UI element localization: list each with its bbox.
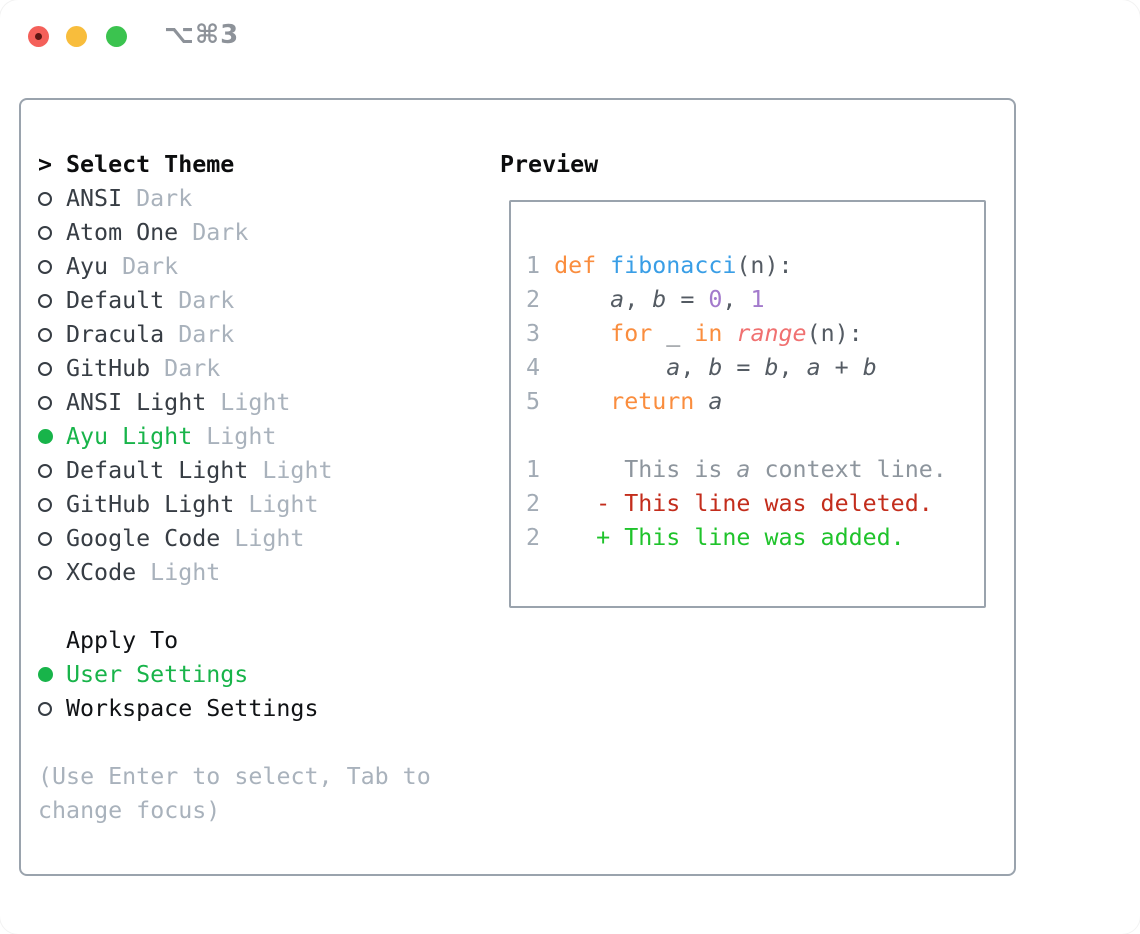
titlebar: ⌥⌘3 — [0, 0, 1140, 72]
preview-pane: 1 def fibonacci(n): 2 a, b = 0, 1 3 for _ … — [509, 200, 986, 608]
code-line: 3 for _ in range(n): — [526, 320, 863, 347]
spacer-row — [38, 590, 440, 624]
code-line — [526, 419, 984, 453]
spacer-row — [38, 726, 440, 760]
theme-name: GitHub Light — [66, 491, 235, 518]
code-line: 5 return a — [526, 388, 723, 415]
theme-variant: Light — [192, 423, 277, 450]
theme-variant: Light — [248, 457, 333, 484]
theme-option-github-light[interactable]: GitHub Light Light — [38, 488, 440, 522]
apply-to-header: Apply To — [38, 624, 440, 658]
radio-unselected-icon — [38, 362, 52, 376]
minimize-button[interactable] — [66, 26, 87, 47]
theme-name: ANSI — [66, 185, 123, 212]
theme-variant: Light — [220, 525, 305, 552]
theme-name: Dracula — [66, 321, 165, 348]
theme-option-github[interactable]: GitHub Dark — [38, 352, 440, 386]
code-line: 2 - This line was deleted. — [526, 490, 933, 517]
theme-option-ayu-light[interactable]: Ayu Light Light — [38, 420, 440, 454]
theme-option-ansi-light[interactable]: ANSI Light Light — [38, 386, 440, 420]
theme-variant: Dark — [164, 287, 235, 314]
preview-title: Preview — [500, 151, 599, 178]
theme-variant: Light — [136, 559, 221, 586]
theme-name: Default Light — [66, 457, 249, 484]
theme-variant: Dark — [178, 219, 249, 246]
code-line: 2 a, b = 0, 1 — [526, 286, 765, 313]
apply-to-title: Apply To — [66, 627, 179, 654]
theme-variant: Light — [234, 491, 319, 518]
help-text: (Use Enter to select, Tab to change focu… — [38, 763, 431, 824]
theme-option-ansi[interactable]: ANSI Dark — [38, 182, 440, 216]
code-line: 1 def fibonacci(n): — [526, 252, 793, 279]
theme-name: Default — [66, 287, 165, 314]
theme-variant: Dark — [108, 253, 179, 280]
prompt-cursor-icon: > — [38, 151, 53, 178]
apply-option-label: Workspace Settings — [66, 695, 319, 722]
code-line: 2 + This line was added. — [526, 524, 905, 551]
theme-option-xcode[interactable]: XCode Light — [38, 556, 440, 590]
theme-option-ayu[interactable]: Ayu Dark — [38, 250, 440, 284]
theme-name: ANSI Light — [66, 389, 207, 416]
radio-unselected-icon — [38, 532, 52, 546]
theme-option-default-light[interactable]: Default Light Light — [38, 454, 440, 488]
theme-option-dracula[interactable]: Dracula Dark — [38, 318, 440, 352]
maximize-button[interactable] — [106, 26, 127, 47]
theme-name: XCode — [66, 559, 137, 586]
radio-unselected-icon — [38, 702, 52, 716]
apply-option-workspace-settings[interactable]: Workspace Settings — [38, 692, 440, 726]
theme-variant: Dark — [164, 321, 235, 348]
radio-unselected-icon — [38, 566, 52, 580]
radio-unselected-icon — [38, 226, 52, 240]
radio-unselected-icon — [38, 396, 52, 410]
theme-variant: Dark — [122, 185, 193, 212]
theme-option-default[interactable]: Default Dark — [38, 284, 440, 318]
radio-unselected-icon — [38, 498, 52, 512]
theme-name: Ayu Light — [66, 423, 193, 450]
radio-unselected-icon — [38, 192, 52, 206]
theme-name: GitHub — [66, 355, 151, 382]
theme-variant: Light — [206, 389, 291, 416]
theme-option-google-code[interactable]: Google Code Light — [38, 522, 440, 556]
preview-code: 1 def fibonacci(n): 2 a, b = 0, 1 3 for _ … — [526, 249, 984, 555]
theme-option-atom-one[interactable]: Atom One Dark — [38, 216, 440, 250]
apply-option-label: User Settings — [66, 661, 249, 688]
theme-name: Google Code — [66, 525, 221, 552]
radio-unselected-icon — [38, 464, 52, 478]
radio-unselected-icon — [38, 260, 52, 274]
select-theme-title: Select Theme — [66, 151, 235, 178]
window-title: ⌥⌘3 — [164, 20, 240, 50]
radio-unselected-icon — [38, 328, 52, 342]
code-line: 1 This is a context line. — [526, 456, 947, 483]
theme-variant: Dark — [150, 355, 221, 382]
theme-name: Atom One — [66, 219, 179, 246]
close-button[interactable] — [28, 26, 49, 47]
apply-option-user-settings[interactable]: User Settings — [38, 658, 440, 692]
radio-selected-icon — [38, 429, 53, 444]
theme-name: Ayu — [66, 253, 109, 280]
select-theme-header: > Select Theme — [38, 148, 440, 182]
code-line: 4 a, b = b, a + b — [526, 354, 877, 381]
radio-unselected-icon — [38, 294, 52, 308]
radio-selected-icon — [38, 667, 53, 682]
